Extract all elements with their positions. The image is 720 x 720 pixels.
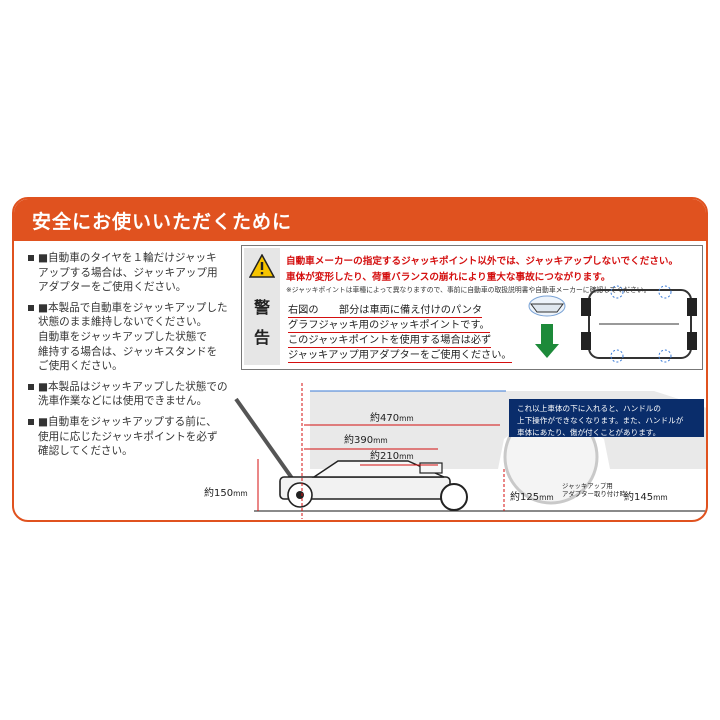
warning-box: 警 告 自動車メーカーの指定するジャッキポイント以外では、ジャッキアップしないで… bbox=[241, 245, 703, 370]
jack-point-diagram bbox=[528, 285, 697, 363]
dim-150: 約150mm bbox=[204, 488, 248, 499]
jack-point-line-2: グラフジャッキ用のジャッキポイントです。 bbox=[288, 320, 490, 333]
note-item: ■自動車をジャッキアップする前に、 使用に応じたジャッキポイントを必ず 確認して… bbox=[28, 415, 242, 459]
notes-list: ■自動車のタイヤを１輪だけジャッキ アップする場合は、ジャッキアップ用 アダプタ… bbox=[28, 251, 242, 465]
note-item: ■自動車のタイヤを１輪だけジャッキ アップする場合は、ジャッキアップ用 アダプタ… bbox=[28, 251, 242, 295]
warning-badge: 警 告 bbox=[244, 248, 280, 365]
jack-point-line-4: ジャッキアップ用アダプターをご使用ください。 bbox=[288, 350, 512, 363]
warning-kanji-bottom: 告 bbox=[253, 328, 270, 347]
warning-triangle-icon bbox=[249, 254, 275, 278]
warning-line-1: 自動車メーカーの指定するジャッキポイント以外では、ジャッキアップしないでください… bbox=[286, 256, 679, 267]
dim-390: 約390mm bbox=[344, 435, 388, 446]
dim-145: 約145mm bbox=[624, 492, 668, 503]
note-item: ■本製品はジャッキアップした状態での 洗車作業などには使用できません。 bbox=[28, 380, 242, 409]
jack-point-line-1: 右図の 部分は車両に備え付けのパンタ bbox=[288, 305, 483, 318]
section-title: 安全にお使いいただくために bbox=[32, 211, 293, 233]
dim-125: 約125mm bbox=[510, 492, 554, 503]
note-item: ■本製品で自動車をジャッキアップした 状態のまま維持しないでください。 自動車を… bbox=[28, 301, 242, 374]
warning-kanji-top: 警 bbox=[253, 298, 270, 317]
dim-210: 約210mm bbox=[370, 451, 414, 462]
clearance-note: これ以上車体の下に入れると、ハンドルの 上下操作ができなくなります。また、ハンド… bbox=[509, 399, 704, 437]
dim-470: 約470mm bbox=[370, 413, 414, 424]
adapter-bracket: ジャッキアップ用 アダプター取り付け時 bbox=[562, 482, 626, 498]
warning-line-2: 車体が変形したり、荷重バランスの崩れにより重大な事故につながります。 bbox=[286, 272, 611, 283]
warning-footnote: ※ジャッキポイントは車種によって異なりますので、事前に自動車の取扱説明書や自動車… bbox=[286, 286, 651, 294]
title-banner: 安全にお使いいただくために bbox=[14, 199, 706, 241]
jack-point-line-3: このジャッキポイントを使用する場合は必ず bbox=[288, 335, 492, 348]
safety-card: 安全にお使いいただくために ■自動車のタイヤを１輪だけジャッキ アップする場合は… bbox=[12, 197, 708, 522]
